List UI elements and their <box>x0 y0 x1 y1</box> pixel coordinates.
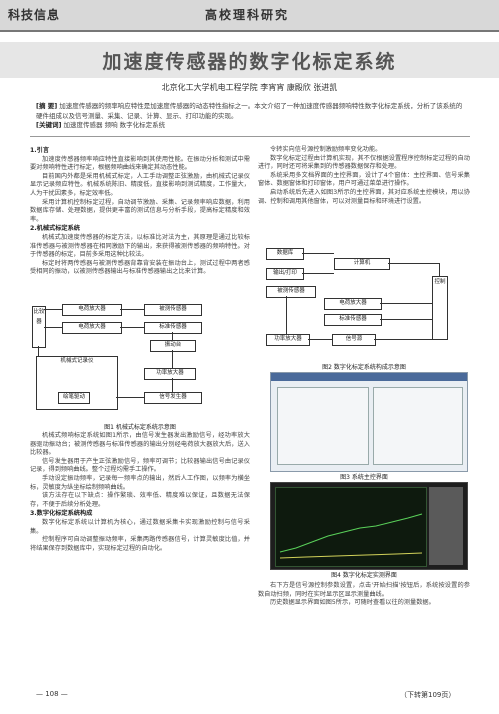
measurement-plot <box>275 487 427 567</box>
connector <box>172 378 173 392</box>
right-column-bottom: 右下方是信号源控制参数设置，点击'开始扫描'按钮后，系统按设置的参数自动扫频，同… <box>258 582 470 608</box>
paragraph: 数字化标定系统以计算机为核心，通过数据采集卡实现激励控制与信号采集。 <box>30 518 250 535</box>
keywords-text: 加速度传感器 频响 数字化标定系统 <box>63 121 166 129</box>
connector <box>380 303 432 304</box>
paragraph: 控制程序可自动调整振动频率，采集两路传感器信号，计算灵敏度比值，并将结果保存到数… <box>30 536 250 552</box>
figure-4-caption: 图4 数字化标定实测界面 <box>331 572 397 579</box>
fig2-signal-source: 信号源 <box>332 334 376 346</box>
connector <box>302 273 334 274</box>
fig1-charge-amp-2: 电荷放大器 <box>62 322 122 334</box>
keywords-label: [关键词] <box>36 121 62 129</box>
fig1-charge-amp-1: 电荷放大器 <box>62 304 122 316</box>
fig1-power-amp: 功率放大器 <box>144 368 196 380</box>
connector <box>380 319 432 320</box>
display-panel <box>373 387 463 465</box>
paragraph: 手动设定振动频率，记录每一频率点的输出，然后人工作图，以频率为横坐标，灵敏度为纵… <box>30 474 250 491</box>
paragraph: 右下方是信号源控制参数设置，点击'开始扫描'按钮后，系统按设置的参数自动扫频，同… <box>258 582 470 598</box>
connector <box>120 327 144 328</box>
header-rule <box>0 30 499 32</box>
paragraph: 采用计算机控制标定过程，自动调节激励、采集、记录频率响应数据，利用数据库存储、处… <box>30 198 250 223</box>
left-column-bottom: 机械式频响标定系统如图1所示，由信号发生器发出激励信号，经功率放大器驱动振动台；… <box>30 432 250 553</box>
right-column-top: 令转实向信号源控制激励频率变化功能。 数字化标定过程由计算机实现，其不仅根据设置… <box>258 146 470 206</box>
section-3-heading: 3.数字化标定系统构成 <box>30 510 93 518</box>
connector <box>308 339 332 340</box>
figure-4-screenshot <box>270 482 468 570</box>
connector <box>302 253 334 254</box>
fig1-shaker: 振动台 <box>150 340 196 352</box>
connector <box>44 309 62 310</box>
section-1-heading: 1.引言 <box>30 147 50 154</box>
fig2-charge-amp: 电荷放大器 <box>324 298 382 310</box>
connector <box>439 263 440 276</box>
paragraph: 启动系统后先进入如图3所示的主控界面，其对应系统主控模块，用以协调、控制和调用其… <box>258 188 470 205</box>
page-number: — 108 — <box>36 690 68 698</box>
fig1-std-sensor: 标准传感器 <box>144 322 202 334</box>
connector <box>38 346 39 356</box>
window-titlebar <box>271 373 467 381</box>
figure-1-diagram: 比较器 电荷放大器 电荷放大器 被测传感器 标准传感器 振动台 机械式记录仪 绘… <box>32 300 248 418</box>
fig2-power-amp: 功率放大器 <box>266 334 310 346</box>
paragraph: 目前国内外都是采用机械式标定，人工手动调整正弦激励，由机械式记录仪显示记录频应特… <box>30 172 250 197</box>
connector <box>388 263 439 264</box>
paragraph: 机械式频响标定系统如图1所示，由信号发生器发出激励信号，经功率放大器驱动振动台；… <box>30 432 250 457</box>
fig2-test-sensor: 被测传感器 <box>266 286 316 298</box>
fig2-output: 输出/打印 <box>266 268 304 280</box>
settings-panel <box>277 387 369 465</box>
connector <box>44 327 62 328</box>
connector <box>172 350 173 368</box>
figure-3-caption: 图3 系统主控界面 <box>340 474 388 481</box>
fig1-signal-gen: 信号发生器 <box>144 392 202 404</box>
connector <box>116 397 144 398</box>
paragraph: 该方法存在以下缺点：操作繁琐、效率低、精度难以保证，且数据无法保存，不便于后续分… <box>30 492 250 508</box>
fig2-std-sensor: 标准传感器 <box>324 314 382 326</box>
fig2-database: 数据库 <box>266 248 304 260</box>
fig1-recorder-label: 机械式记录仪 <box>60 358 94 364</box>
control-side-panel <box>429 487 463 565</box>
figure-2-caption: 图2 数字化标定系统构成示意图 <box>322 364 406 371</box>
connector <box>374 339 432 340</box>
figure-1-caption: 图1 机械式标定系统示意图 <box>104 424 176 431</box>
paragraph: 机械式加速度传感器的标定方法，以标准比对法为主，其原理是通过比较标准传感器与被测… <box>30 233 250 259</box>
paragraph: 加速度传感器频率响应特性直接影响到其使用性能。在振动分析和测试中需要对频响特性进… <box>30 155 250 172</box>
paragraph: 系统采用多文档界面的主控界面，设计了4个窗体：主控界面、信号采集窗体、数据窗体和… <box>258 171 470 188</box>
figure-3-screenshot <box>270 372 468 472</box>
response-curve <box>279 513 423 559</box>
section-2-heading: 2.机械式标定系统 <box>30 225 80 233</box>
fig1-compare-block: 比较器 <box>32 306 46 348</box>
fig2-daq-card: 控制 <box>432 276 448 340</box>
paragraph: 历史数据显示界面如图5所示，可随时查看以往的测量数据。 <box>270 599 435 607</box>
fig1-test-sensor: 被测传感器 <box>144 304 202 316</box>
abstract: [摘 要] 加速度传感器的频率响应特性是加速度传感器的动态特性指标之一。本文介绍… <box>36 102 468 131</box>
continued-note: （下转第109页） <box>400 691 456 699</box>
paragraph: 数字化标定过程由计算机实现，其不仅根据设置程序控制标定过程的自动进行，同时还可将… <box>258 154 470 171</box>
paragraph: 信号发生器用于产生正弦激励信号，频率可调节；比较器输出信号由记录仪记录，得到频响… <box>30 457 250 474</box>
left-column-top: 1.引言 加速度传感器频率响应特性直接影响到其使用性能。在振动分析和测试中需要对… <box>30 146 250 277</box>
running-header <box>0 0 499 30</box>
title-band <box>0 42 499 78</box>
abstract-text: 加速度传感器的频率响应特性是加速度传感器的动态特性指标之一。本文介绍了一种加速度… <box>36 102 463 120</box>
fig2-computer: 计算机 <box>334 258 390 270</box>
connector <box>172 332 173 340</box>
abstract-label: [摘 要] <box>36 102 58 110</box>
connector <box>286 296 287 334</box>
paper-title: 加速度传感器的数字化标定系统 <box>102 51 397 73</box>
authors-line: 北京化工大学机电工程学院 李宵宵 康殿欣 张进凯 <box>161 83 338 92</box>
fig1-plotter: 绘笔驱动 <box>58 392 90 404</box>
connector <box>120 309 144 310</box>
journal-name: 科技信息 <box>8 8 61 22</box>
abstract-rule <box>30 136 470 137</box>
paragraph: 标定时将两传感器与被测传感器背靠背安装在振动台上，测试过程中两者感受相同的振动，… <box>30 259 250 276</box>
paragraph: 令转实向信号源控制激励频率变化功能。 <box>270 146 382 153</box>
section-name: 高校理科研究 <box>205 8 290 22</box>
fig1-recorder: 机械式记录仪 <box>36 356 118 410</box>
figure-2-diagram: 数据库 计算机 输出/打印 被测传感器 电荷放大器 标准传感器 功率放大器 信号… <box>262 246 468 362</box>
